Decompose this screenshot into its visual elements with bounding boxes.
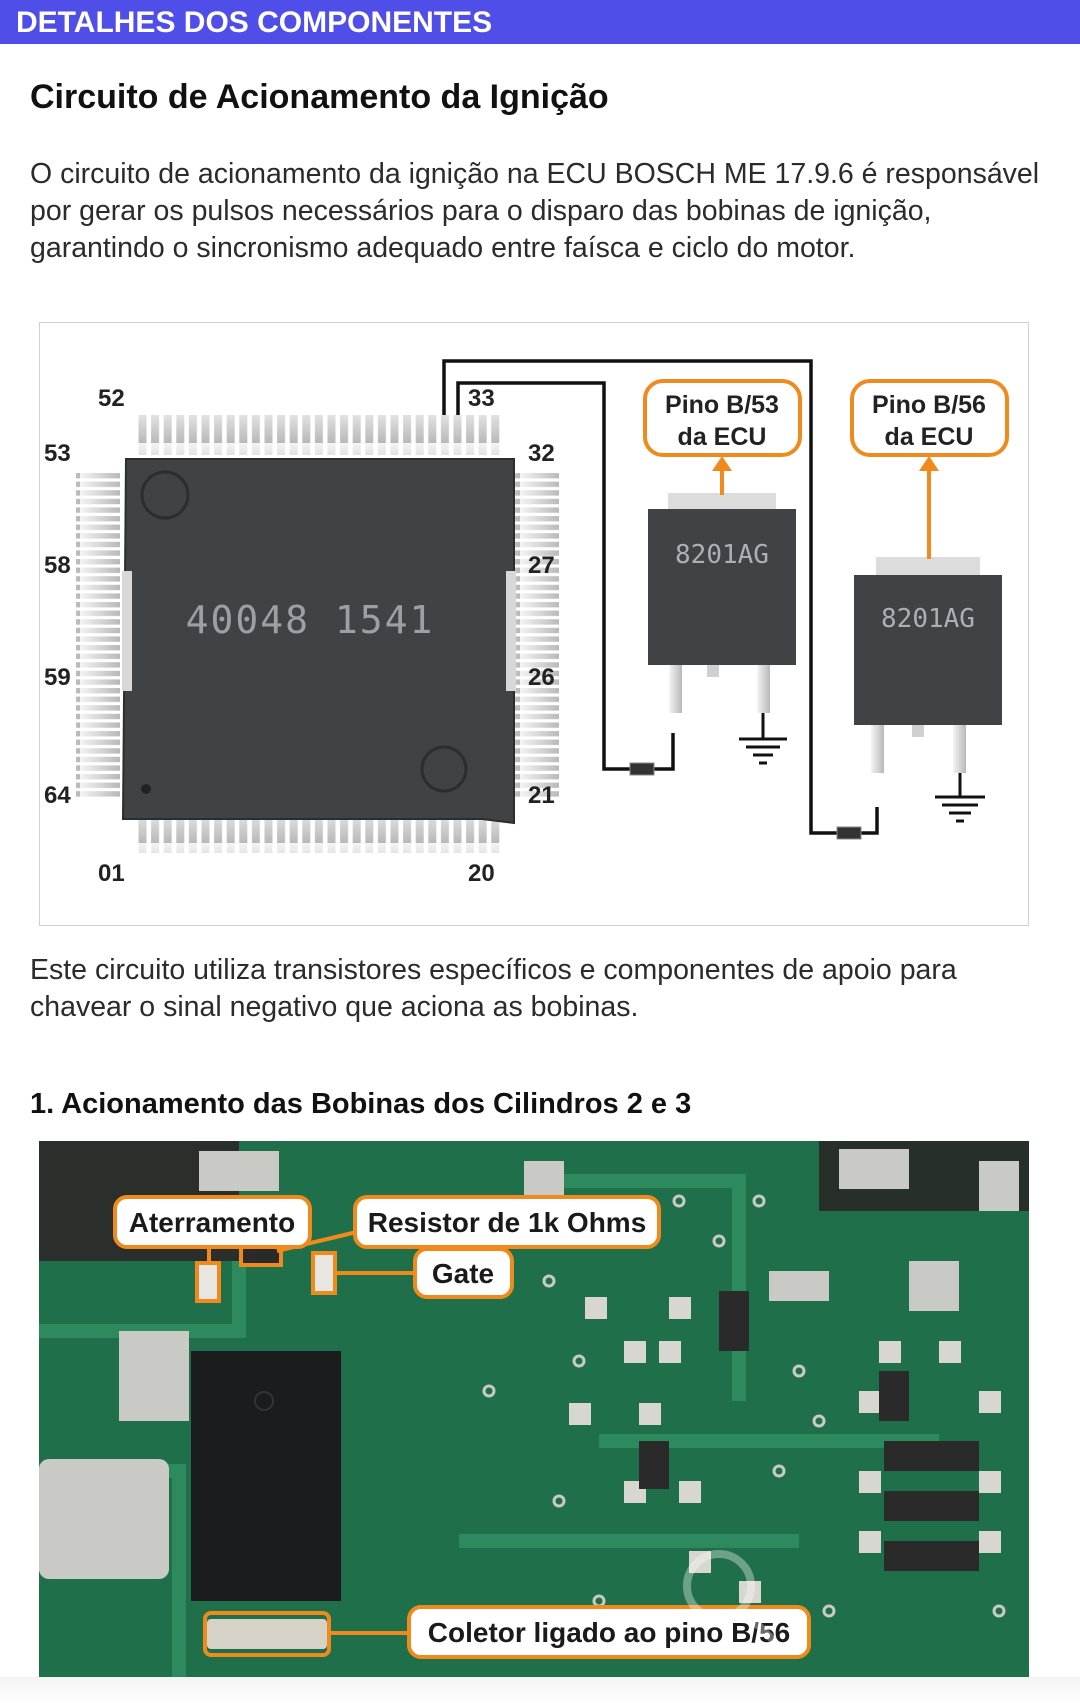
pin-label: 20 bbox=[468, 860, 495, 887]
pin-label: 33 bbox=[468, 385, 495, 412]
pin-label: 21 bbox=[528, 782, 555, 809]
svg-text:Gate: Gate bbox=[432, 1258, 494, 1289]
chip-pins-top bbox=[137, 415, 503, 455]
smd-components bbox=[569, 1291, 1001, 1603]
pin-label: 52 bbox=[98, 385, 125, 412]
svg-text:da ECU: da ECU bbox=[885, 423, 974, 451]
pin-label: 58 bbox=[44, 552, 71, 579]
trace-to-transistor-left bbox=[456, 381, 632, 771]
chip-body bbox=[121, 458, 515, 825]
section-banner: DETALHES DOS COMPONENTES bbox=[0, 0, 1080, 44]
pin-label: 64 bbox=[44, 782, 71, 809]
section-title: Circuito de Acionamento da Ignição bbox=[30, 78, 609, 116]
callout-pin-b56: Pino B/56 da ECU bbox=[850, 379, 1009, 559]
chip-marking: 40048 1541 bbox=[186, 598, 435, 642]
pin-label: 27 bbox=[528, 552, 555, 579]
ecu-driver-diagram: 40048 1541 52 53 58 59 64 01 33 32 27 26… bbox=[39, 322, 1029, 926]
svg-text:Pino B/53: Pino B/53 bbox=[665, 391, 779, 419]
transistor-marking: 8201AG bbox=[881, 604, 975, 634]
ground-symbol bbox=[739, 713, 787, 765]
callout-pin-b53: Pino B/53 da ECU bbox=[643, 379, 802, 495]
transistor-right: 8201AG bbox=[854, 557, 1002, 773]
label-collector: Coletor ligado ao pino B/56 bbox=[407, 1605, 811, 1659]
intro-paragraph: O circuito de acionamento da ignição na … bbox=[30, 158, 1040, 264]
resistor-left bbox=[629, 762, 655, 776]
pin-label: 32 bbox=[528, 440, 555, 467]
pin-label: 59 bbox=[44, 664, 71, 691]
chip-pins-left bbox=[76, 473, 120, 798]
label-ground: Aterramento bbox=[113, 1195, 312, 1249]
trace-to-transistor-right bbox=[442, 359, 839, 835]
subsection-title: 1. Acionamento das Bobinas dos Cilindros… bbox=[30, 1088, 692, 1120]
label-gate: Gate bbox=[413, 1247, 514, 1299]
pcb-photo: Aterramento Resistor de 1k Ohms Gate Col… bbox=[39, 1141, 1029, 1677]
pin-label: 53 bbox=[44, 440, 71, 467]
pin-label: 01 bbox=[98, 860, 125, 887]
circuit-explanation-paragraph: Este circuito utiliza transistores espec… bbox=[30, 954, 957, 1023]
svg-text:Aterramento: Aterramento bbox=[129, 1207, 295, 1238]
svg-text:Coletor ligado ao pino B/56: Coletor ligado ao pino B/56 bbox=[428, 1617, 790, 1648]
svg-text:Pino B/56: Pino B/56 bbox=[872, 391, 986, 419]
pin-label: 26 bbox=[528, 664, 555, 691]
chip-pin1-dimple bbox=[140, 470, 190, 520]
zoom-icon bbox=[683, 1550, 777, 1644]
transistor-left: 8201AG bbox=[648, 493, 796, 713]
svg-text:Resistor de 1k Ohms: Resistor de 1k Ohms bbox=[368, 1207, 647, 1238]
chip-pins-right bbox=[515, 473, 559, 798]
page-bottom-fade bbox=[0, 1677, 1080, 1703]
pcb-transistor bbox=[191, 1237, 341, 1657]
transistor-marking: 8201AG bbox=[675, 540, 769, 570]
label-resistor: Resistor de 1k Ohms bbox=[353, 1195, 661, 1249]
svg-text:da ECU: da ECU bbox=[678, 423, 767, 451]
resistor-right bbox=[836, 826, 862, 840]
